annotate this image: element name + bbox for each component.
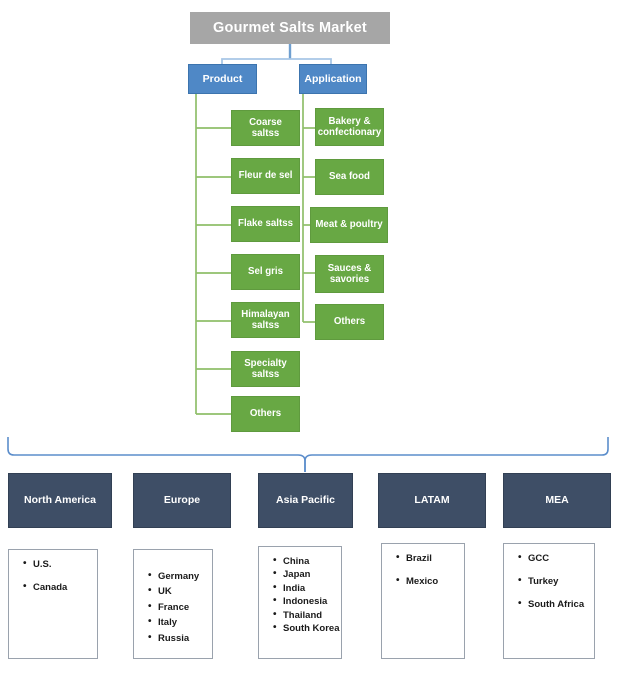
list-item: South Africa <box>518 599 588 610</box>
list-item: South Korea <box>273 623 339 634</box>
country-list-asia-pacific: China Japan India Indonesia Thailand Sou… <box>258 546 342 659</box>
list-item: U.S. <box>23 559 91 570</box>
branch-node-product[interactable]: Product <box>188 64 257 94</box>
list-item: Indonesia <box>273 596 335 607</box>
list-item: UK <box>148 586 206 597</box>
product-item-himalayan-saltss[interactable]: Himalayan saltss <box>231 302 300 338</box>
branch-node-application[interactable]: Application <box>299 64 367 94</box>
list-item: Turkey <box>518 576 588 587</box>
region-header-north-america[interactable]: North America <box>8 473 112 528</box>
region-header-mea[interactable]: MEA <box>503 473 611 528</box>
application-item-sauces-savories[interactable]: Sauces & savories <box>315 255 384 293</box>
country-list-items: China Japan India Indonesia Thailand Sou… <box>265 556 339 634</box>
list-item: Canada <box>23 582 91 593</box>
list-item: India <box>273 583 335 594</box>
application-item-sea-food[interactable]: Sea food <box>315 159 384 195</box>
product-item-others[interactable]: Others <box>231 396 300 432</box>
region-header-latam[interactable]: LATAM <box>378 473 486 528</box>
region-header-asia-pacific[interactable]: Asia Pacific <box>258 473 353 528</box>
list-item: Thailand <box>273 610 335 621</box>
country-list-europe: Germany UK France Italy Russia <box>133 549 213 659</box>
list-item: France <box>148 602 206 613</box>
product-item-coarse-saltss[interactable]: Coarse saltss <box>231 110 300 146</box>
product-item-flake-saltss[interactable]: Flake saltss <box>231 206 300 242</box>
application-item-bakery-confectionary[interactable]: Bakery & confectionary <box>315 108 384 146</box>
list-item: Brazil <box>396 553 458 564</box>
list-item: Germany <box>148 571 206 582</box>
country-list-items: Brazil Mexico <box>388 553 458 587</box>
country-list-north-america: U.S. Canada <box>8 549 98 659</box>
list-item: Japan <box>273 569 335 580</box>
country-list-items: U.S. Canada <box>15 559 91 593</box>
list-item: Italy <box>148 617 206 628</box>
list-item: GCC <box>518 553 588 564</box>
application-item-meat-poultry[interactable]: Meat & poultry <box>310 207 388 243</box>
list-item: Mexico <box>396 576 458 587</box>
product-item-sel-gris[interactable]: Sel gris <box>231 254 300 290</box>
region-header-europe[interactable]: Europe <box>133 473 231 528</box>
list-item: China <box>273 556 335 567</box>
country-list-mea: GCC Turkey South Africa <box>503 543 595 659</box>
country-list-latam: Brazil Mexico <box>381 543 465 659</box>
root-node-gourmet-salts-market: Gourmet Salts Market <box>190 12 390 44</box>
country-list-items: Germany UK France Italy Russia <box>140 571 206 644</box>
list-item: Russia <box>148 633 206 644</box>
application-item-others[interactable]: Others <box>315 304 384 340</box>
product-item-specialty-saltss[interactable]: Specialty saltss <box>231 351 300 387</box>
country-list-items: GCC Turkey South Africa <box>510 553 588 610</box>
product-item-fleur-de-sel[interactable]: Fleur de sel <box>231 158 300 194</box>
